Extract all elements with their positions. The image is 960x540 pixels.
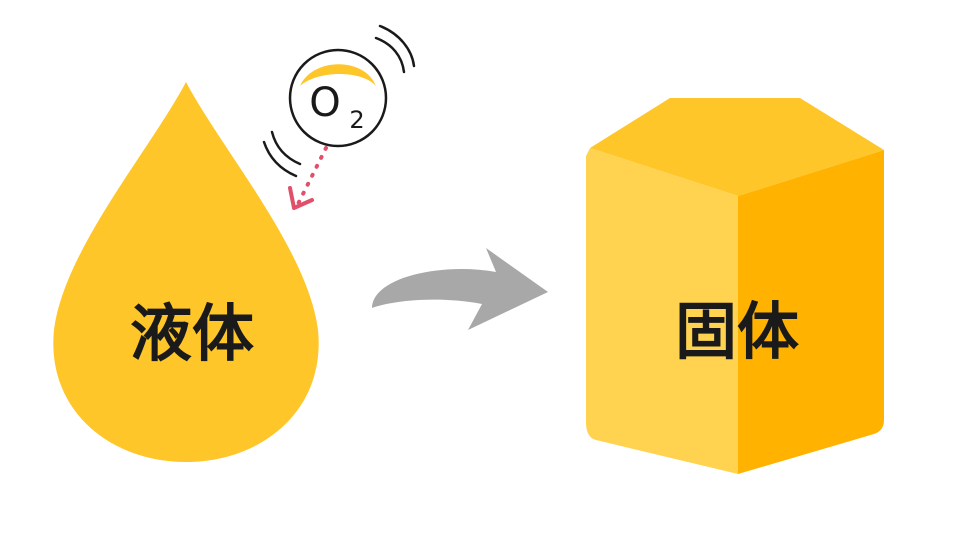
motion-line-bottom-left-1 (270, 130, 302, 166)
motion-line-top-right-2 (378, 24, 416, 68)
oxygen-symbol: O (309, 80, 340, 126)
liquid-droplet-shape (53, 82, 319, 462)
liquid-droplet-group: 液体 (53, 82, 319, 462)
solid-label: 固体 (675, 295, 799, 368)
dotted-arrow-group (288, 146, 328, 210)
solid-block-top-face (590, 98, 884, 196)
transform-arrow-group (372, 248, 548, 330)
solid-block-side-face (738, 150, 884, 474)
oxygen-molecule-group: O 2 (262, 24, 416, 178)
motion-line-bottom-left-2 (262, 140, 298, 178)
solid-block-group: 固体 (586, 98, 884, 474)
dotted-arrow-head (288, 186, 314, 210)
oxygen-subscript: 2 (349, 106, 364, 134)
oxygen-crescent-accent (300, 64, 376, 86)
motion-line-top-right-1 (374, 36, 406, 74)
solid-block-front-face (586, 148, 738, 474)
dotted-arrow-line (296, 146, 328, 206)
liquid-label: 液体 (130, 297, 254, 370)
transform-arrow (372, 248, 548, 330)
